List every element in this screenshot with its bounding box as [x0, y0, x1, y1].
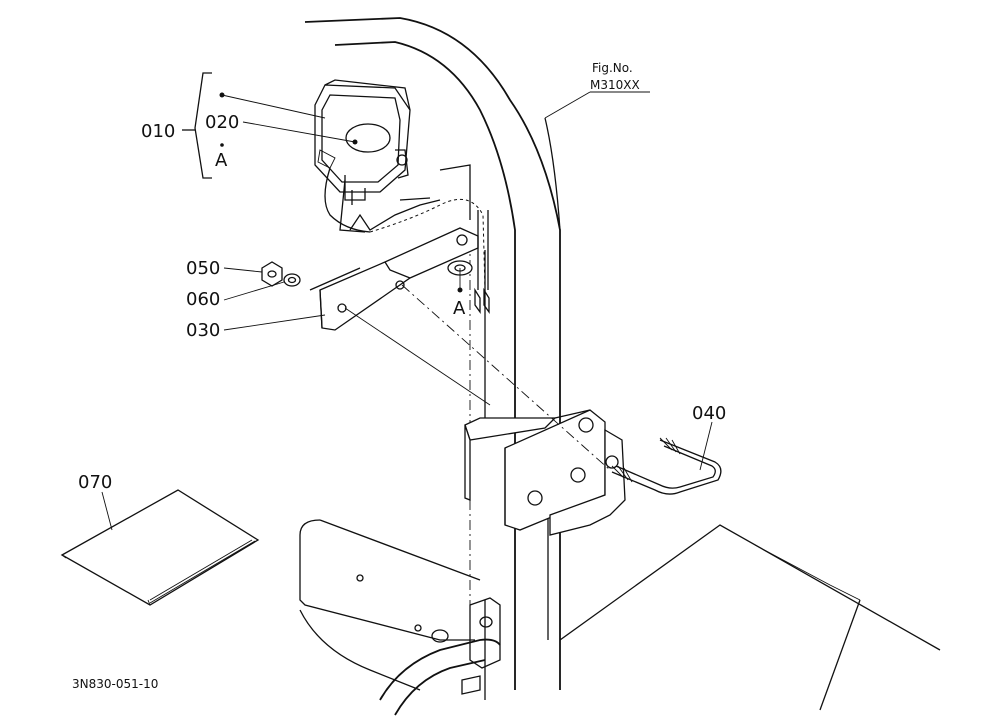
callout-050: 050: [186, 258, 220, 279]
leader-lines: [101, 72, 713, 531]
callout-020: 020: [205, 112, 239, 133]
nut: [261, 261, 283, 287]
platform: [299, 519, 501, 716]
u-bolt: [611, 437, 722, 495]
fig-no-value: M310XX: [590, 78, 640, 92]
callout-040: 040: [692, 403, 726, 424]
hood-cover: [559, 524, 941, 711]
work-lamp: [314, 79, 411, 205]
lock-washer: [283, 273, 301, 287]
callout-070: 070: [78, 472, 112, 493]
wire-harness: [324, 167, 490, 315]
ref-a-top: A: [215, 150, 228, 171]
ref-a-bottom: A: [453, 298, 466, 319]
operator-manual: [60, 489, 260, 606]
callout-010: 010: [141, 121, 175, 142]
mount-plate: [464, 409, 626, 536]
callout-030: 030: [186, 320, 220, 341]
fig-no-label: Fig.No.: [592, 61, 633, 75]
callout-060: 060: [186, 289, 220, 310]
drawing-code: 3N830-051-10: [72, 677, 158, 691]
panel-edges: [399, 164, 471, 220]
